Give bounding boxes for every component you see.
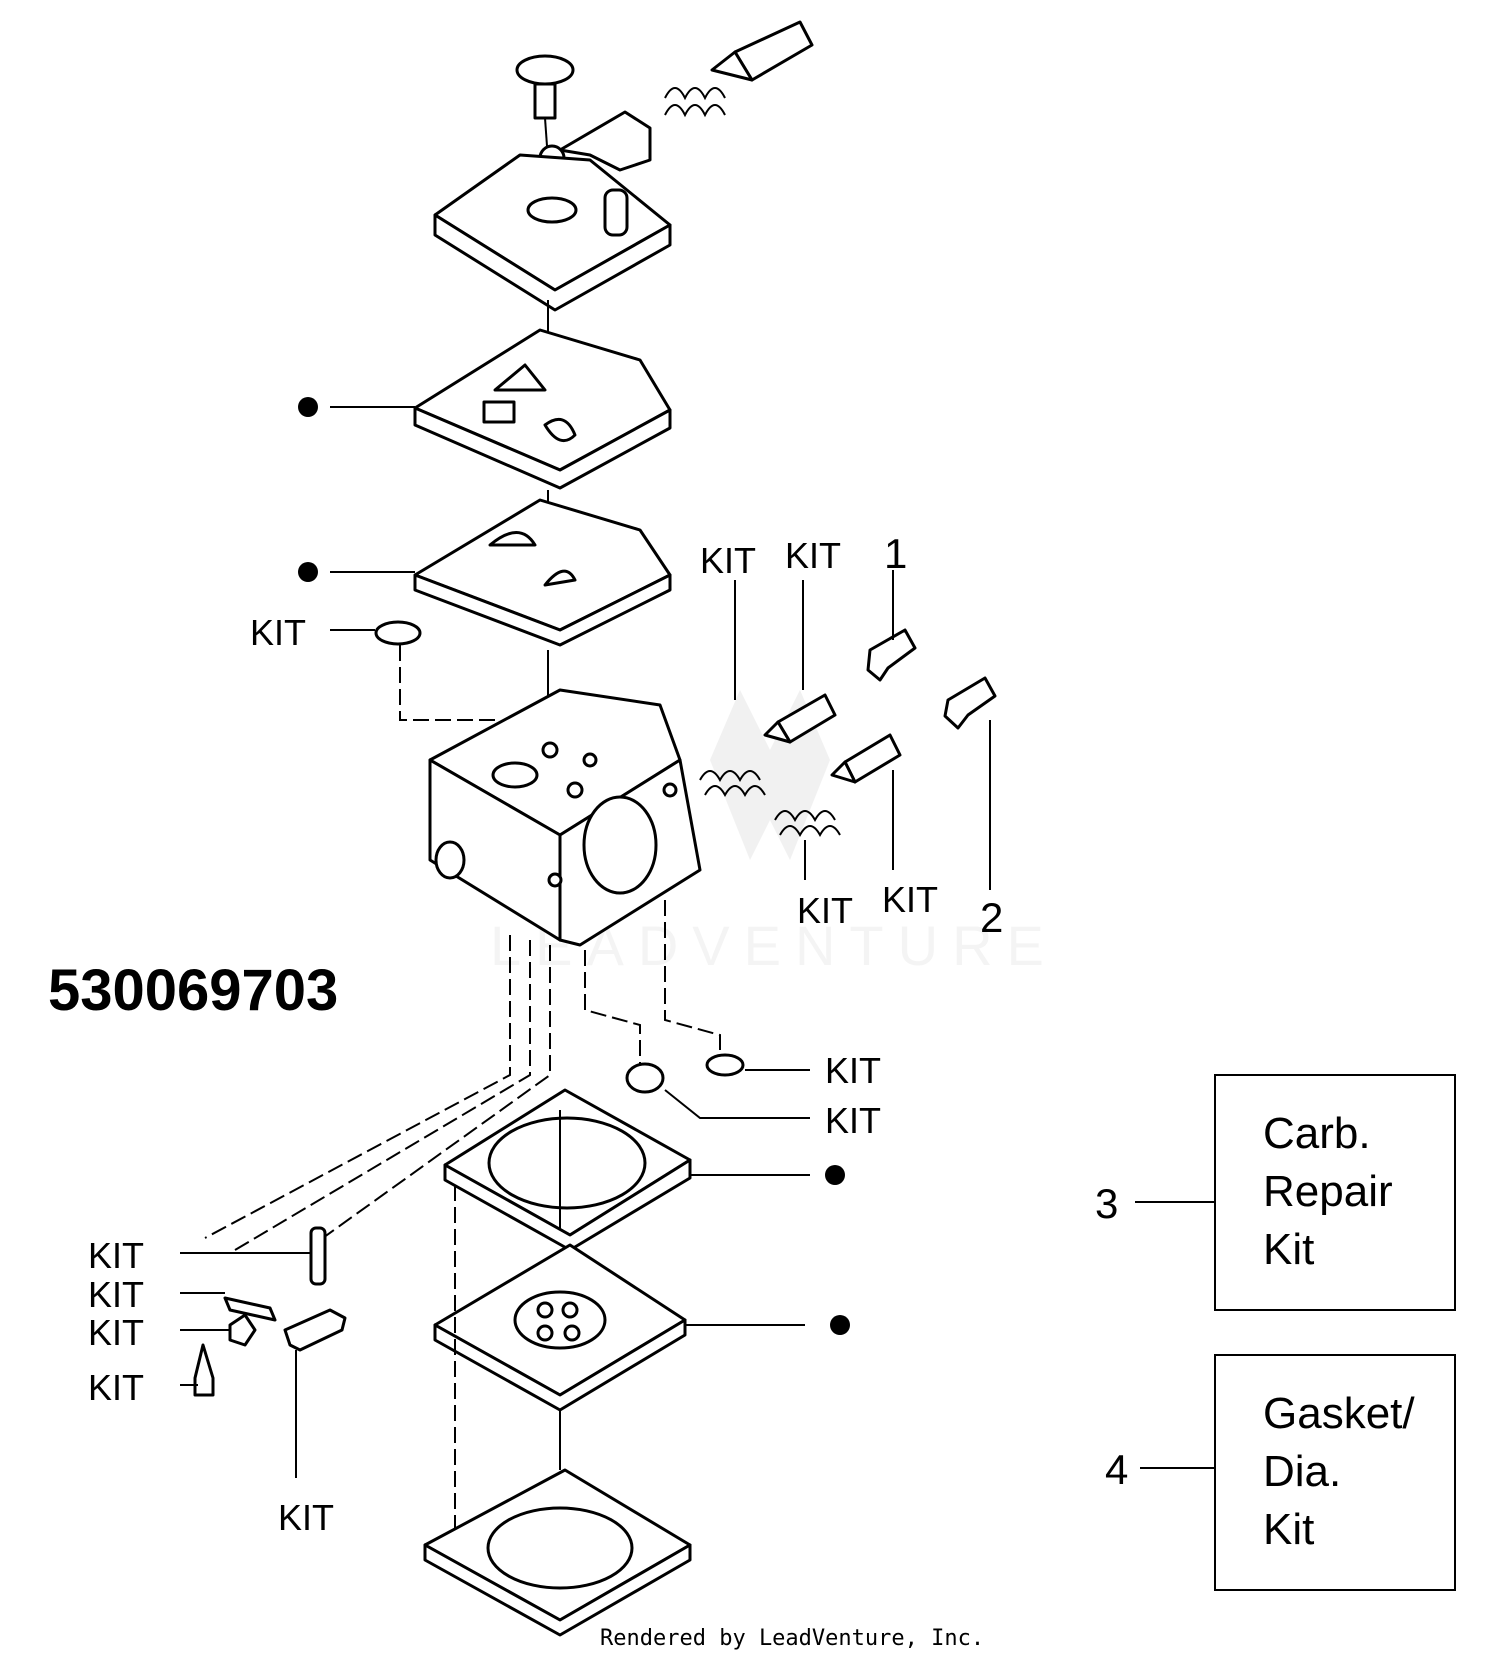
callout-1: 1 bbox=[884, 530, 907, 577]
carb-repair-kit-box: 3 Carb. Repair Kit bbox=[1095, 1074, 1456, 1311]
kit-label: KIT bbox=[700, 540, 756, 581]
kit-box-line: Kit bbox=[1263, 1505, 1314, 1554]
kit-box-line: Kit bbox=[1263, 1225, 1314, 1274]
kit-box-line: Dia. bbox=[1263, 1447, 1341, 1496]
adjusting-needles bbox=[699, 628, 997, 838]
inlet-needle-parts bbox=[180, 1226, 347, 1478]
kit-box-line: Carb. bbox=[1263, 1109, 1371, 1158]
render-credit: Rendered by LeadVenture, Inc. bbox=[600, 1626, 984, 1651]
kit-label: KIT bbox=[250, 612, 306, 653]
kit-label: KIT bbox=[88, 1312, 144, 1353]
kit-label: KIT bbox=[797, 890, 853, 931]
diaphragm-marker-dot bbox=[298, 562, 318, 582]
pump-diaphragm bbox=[433, 1243, 850, 1412]
metering-diaphragm bbox=[298, 490, 672, 647]
kit-label: KIT bbox=[278, 1497, 334, 1538]
callout-3: 3 bbox=[1095, 1180, 1118, 1227]
kit-label: KIT bbox=[88, 1367, 144, 1408]
kit-label: KIT bbox=[785, 535, 841, 576]
pump-gasket-marker-dot bbox=[825, 1165, 845, 1185]
kit-label: KIT bbox=[88, 1235, 144, 1276]
pump-cover bbox=[423, 1185, 692, 1637]
kit-box-line: Gasket/ bbox=[1263, 1389, 1415, 1438]
kit-label: KIT bbox=[825, 1100, 881, 1141]
gasket-marker-dot bbox=[298, 397, 318, 417]
gasket-dia-kit-box: 4 Gasket/ Dia. Kit bbox=[1105, 1354, 1456, 1591]
kit-label: KIT bbox=[882, 879, 938, 920]
kit-label: KIT bbox=[825, 1050, 881, 1091]
part-number: 530069703 bbox=[48, 958, 338, 1023]
carburetor-cover bbox=[433, 20, 814, 312]
kit-box-line: Repair bbox=[1263, 1167, 1393, 1216]
carburetor-body bbox=[428, 650, 702, 947]
lower-screens bbox=[625, 1053, 810, 1119]
callout-4: 4 bbox=[1105, 1446, 1128, 1493]
metering-gasket bbox=[298, 300, 672, 490]
kit-label: KIT bbox=[88, 1274, 144, 1315]
pump-diaphragm-marker-dot bbox=[830, 1315, 850, 1335]
callout-2: 2 bbox=[980, 894, 1003, 941]
pump-gasket bbox=[443, 1088, 845, 1252]
